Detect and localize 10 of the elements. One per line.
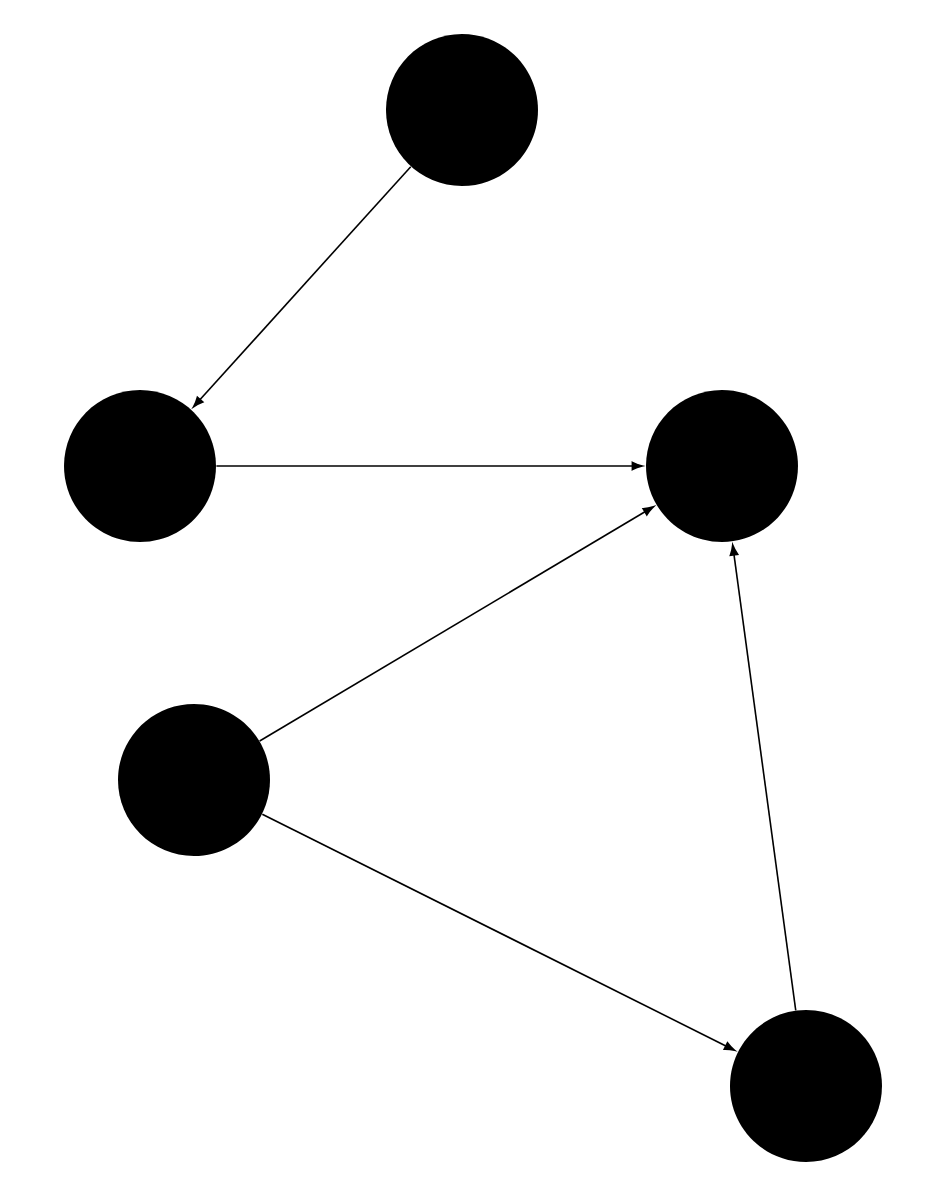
arrow: [261, 813, 736, 1052]
circle-node: [646, 390, 798, 542]
arrow: [192, 165, 412, 408]
arrow: [215, 461, 643, 471]
arrow: [258, 506, 655, 742]
arrow: [729, 544, 797, 1012]
circle-node: [118, 704, 270, 856]
circle-node: [64, 390, 216, 542]
circle-node: [730, 1010, 882, 1162]
circle-node: [386, 34, 538, 186]
